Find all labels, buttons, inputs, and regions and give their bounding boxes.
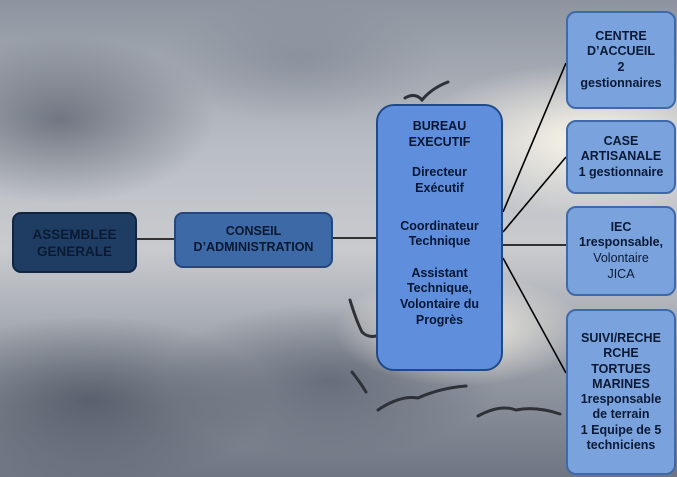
assistant-line-1: Assistant (411, 265, 468, 280)
centre-line-3: 2 (617, 60, 625, 74)
bureau-title-line-1: BUREAU (412, 119, 467, 133)
assistant-line-2: Technique, (406, 281, 473, 296)
case-line-1: CASE (603, 133, 639, 148)
bureau-title-line-2: EXECUTIF (408, 134, 471, 149)
suivi-line-4: MARINES (592, 376, 650, 391)
suivi-line-1: SUIVI/RECHE (581, 331, 661, 345)
connector-lines (137, 62, 567, 374)
connector-bureau-centre (502, 62, 567, 213)
suivi-line-8: techniciens (586, 437, 656, 452)
seagull-icon (376, 384, 468, 412)
centre-line-2: D’ACCUEIL (586, 44, 656, 59)
case-line-2: ARTISANALE (580, 149, 662, 164)
bureau-executif-box: BUREAU EXECUTIF Directeur Exécutif Coord… (376, 104, 503, 371)
seagull-icon (476, 406, 562, 418)
assistant-line-3: Volontaire du (400, 297, 479, 311)
centre-line-1: CENTRE (595, 28, 647, 43)
centre-line-4: gestionnaires (580, 75, 662, 90)
iec-line-1: IEC (610, 219, 632, 234)
centre-accueil-box: CENTRE D’ACCUEIL 2 gestionnaires (566, 11, 676, 109)
seagull-icon (403, 80, 450, 103)
iec-line-4: JICA (607, 266, 635, 281)
suivi-line-7: 1 Equipe de 5 (580, 422, 662, 437)
assistant-line-4: Progrès (415, 312, 464, 327)
suivi-line-5: 1responsable (580, 392, 662, 406)
connector-bureau-suivi (502, 257, 567, 374)
assemblee-line-2: GENERALE (36, 243, 112, 259)
seagull-icon (350, 370, 368, 394)
suivi-line-6: de terrain (592, 407, 650, 422)
conseil-line-2: D’ADMINISTRATION (193, 240, 314, 254)
conseil-administration-box: CONSEIL D’ADMINISTRATION (174, 212, 333, 268)
coordinateur-line-2: Technique (408, 234, 471, 249)
directeur-line-2: Exécutif (415, 180, 464, 195)
seagull-icons (348, 80, 562, 418)
case-line-3: 1 gestionnaire (578, 164, 664, 179)
directeur-line-1: Directeur (412, 165, 467, 180)
coordinateur-line-1: Coordinateur (400, 218, 479, 233)
conseil-line-1: CONSEIL (225, 224, 282, 239)
suivi-line-2: RCHE (603, 346, 639, 361)
seagull-icon (348, 298, 378, 338)
connector-bureau-case (502, 156, 567, 233)
case-artisanale-box: CASE ARTISANALE 1 gestionnaire (566, 120, 676, 194)
assemblee-generale-box: ASSEMBLEE GENERALE (12, 212, 137, 273)
suivi-tortues-box: SUIVI/RECHE RCHE TORTUES MARINES 1respon… (566, 309, 676, 475)
iec-line-2: 1responsable, (578, 235, 664, 250)
assemblee-line-1: ASSEMBLEE (32, 226, 117, 242)
iec-line-3: Volontaire (593, 251, 649, 265)
suivi-line-3: TORTUES (591, 361, 651, 376)
iec-box: IEC 1responsable, Volontaire JICA (566, 206, 676, 296)
